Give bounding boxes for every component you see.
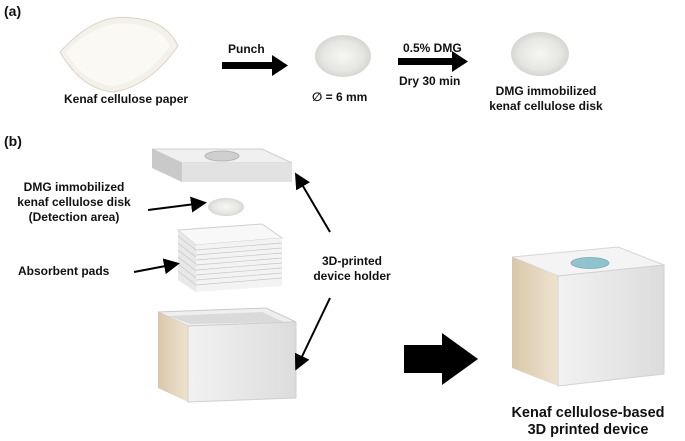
panel-a-label: (a) (4, 3, 22, 19)
detection-disk-image (208, 198, 244, 216)
dmg-concentration-label: 0.5% DMG (403, 41, 462, 55)
absorbent-pads-image (176, 223, 284, 292)
holder-label-1: 3D-printed (322, 254, 382, 268)
result-disk-label-1: DMG immobilized (495, 84, 597, 98)
punched-disk-image (315, 35, 371, 77)
holder-lid (151, 148, 293, 182)
device-label-2: 3D printed device (527, 422, 649, 438)
result-disk-label-2: kenaf cellulose disk (489, 99, 603, 113)
dmg-arrow (398, 51, 468, 72)
pads-label: Absorbent pads (18, 264, 110, 278)
kenaf-paper-image (59, 16, 179, 93)
holder-base (157, 307, 297, 403)
diameter-label: ∅ = 6 mm (312, 90, 368, 104)
holder-label-2: device holder (313, 269, 391, 283)
assembled-device-image (511, 246, 665, 387)
disk-label-3: (Detection area) (28, 210, 120, 224)
disk-label-2: kenaf cellulose disk (17, 195, 131, 209)
dry-time-label: Dry 30 min (399, 74, 461, 88)
assembly-arrow (404, 333, 478, 385)
paper-label: Kenaf cellulose paper (64, 92, 189, 106)
disk-label-1: DMG immobilized (23, 180, 125, 194)
dmg-disk-image (511, 32, 569, 76)
device-label-1: Kenaf cellulose-based (511, 405, 665, 421)
label-arrows (133, 172, 331, 371)
panel-b-label: (b) (4, 133, 22, 149)
punch-label: Punch (228, 42, 265, 56)
punch-arrow (222, 55, 288, 76)
